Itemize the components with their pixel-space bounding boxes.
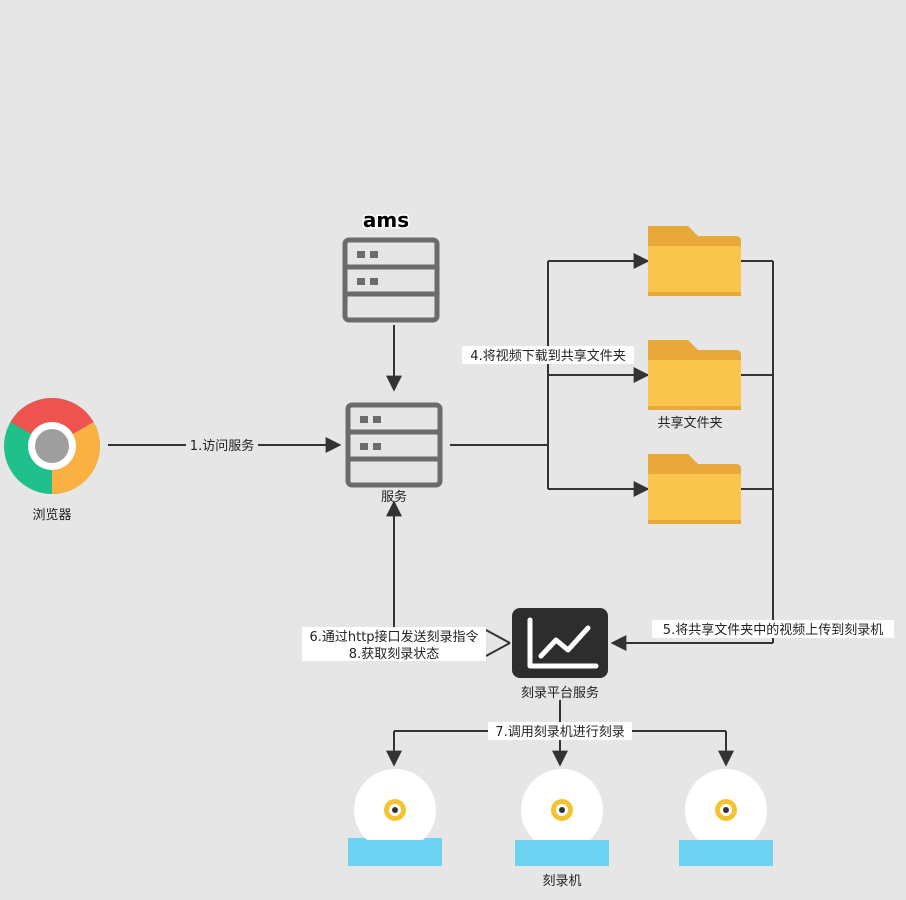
- server-icon: [345, 402, 443, 488]
- chrome-icon: [4, 397, 101, 495]
- browser-node: 浏览器: [4, 397, 101, 523]
- disc-burner-icon: [679, 769, 773, 866]
- folder-icon: [648, 454, 741, 524]
- folder-icon: [648, 340, 741, 410]
- shared-folders: 共享文件夹: [648, 226, 741, 524]
- chart-icon: [512, 608, 608, 678]
- browser-label: 浏览器: [32, 507, 71, 523]
- edge-labels: 1.访问服务 4.将视频下载到共享文件夹 5.将共享文件夹中的视频上传到刻录机 …: [186, 346, 894, 740]
- edge-label-send-burn-command: 6.通过http接口发送刻录指令: [309, 629, 478, 645]
- service-label: 服务: [381, 489, 407, 505]
- burn-platform-node: 刻录平台服务: [512, 608, 608, 701]
- shared-folder-label: 共享文件夹: [657, 415, 722, 431]
- burn-platform-label: 刻录平台服务: [521, 685, 599, 701]
- edge-label-visit-service: 1.访问服务: [190, 438, 254, 454]
- edge-label-download-to-shared-folder: 4.将视频下载到共享文件夹: [470, 348, 625, 364]
- burners: 刻录机: [348, 769, 773, 889]
- burner-label: 刻录机: [542, 874, 581, 889]
- folder-icon: [648, 226, 741, 296]
- edge-label-upload-to-burner: 5.将共享文件夹中的视频上传到刻录机: [663, 622, 883, 638]
- edge-label-get-burn-status: 8.获取刻录状态: [349, 647, 439, 662]
- edge-service-to-folders: [450, 253, 650, 497]
- disc-burner-icon: [348, 769, 442, 866]
- edge-label-call-burner: 7.调用刻录机进行刻录: [495, 725, 624, 740]
- edge-folders-to-platform: [610, 260, 774, 651]
- service-node: 服务: [345, 402, 443, 505]
- ams-title: ams: [363, 208, 409, 232]
- ams-node: ams: [342, 207, 440, 323]
- server-icon: [342, 237, 440, 323]
- disc-burner-icon: [515, 769, 609, 866]
